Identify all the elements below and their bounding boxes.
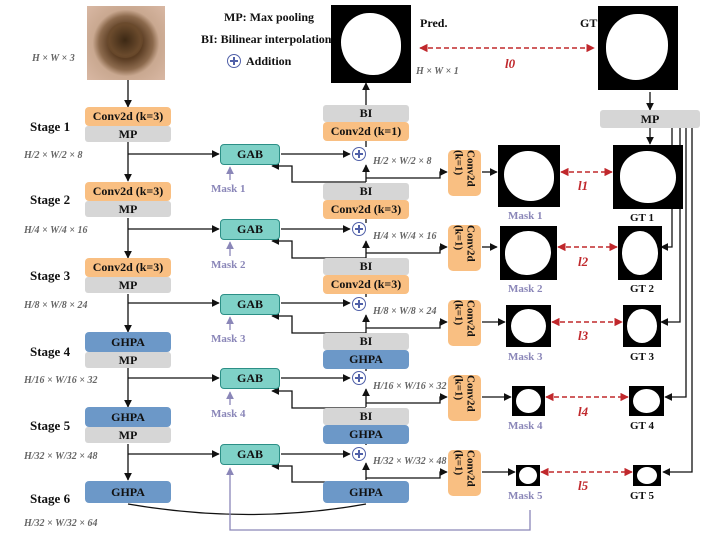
- encoder-dim: H/4 × W/4 × 16: [24, 225, 88, 236]
- side-conv1-block: Conv2d (k=1): [448, 375, 481, 421]
- decoder-dim: H/16 × W/16 × 32: [373, 381, 447, 392]
- gab-block: GAB: [220, 219, 280, 240]
- legend-mp: MP: Max pooling: [224, 10, 314, 24]
- decoder-conv3-block: Conv2d (k=3): [323, 275, 409, 294]
- addition-icon: [352, 297, 366, 311]
- side-conv1-block: Conv2d (k=1): [448, 150, 481, 196]
- decoder-dim: H/2 × W/2 × 8: [373, 156, 432, 167]
- gt-label: GT: [580, 16, 598, 30]
- stage-label: Stage 3: [30, 268, 71, 283]
- encoder-mp-block: MP: [85, 427, 171, 443]
- pred-dim: H × W × 1: [416, 66, 459, 77]
- stage-label: Stage 1: [30, 119, 71, 134]
- gab-mask-label: Mask 3: [211, 333, 246, 345]
- encoder-conv3-block: Conv2d (k=3): [85, 107, 171, 126]
- gab-mask-label: Mask 2: [211, 259, 246, 271]
- encoder-dim: H/16 × W/16 × 32: [24, 375, 98, 386]
- encoder-conv3-block: Conv2d (k=3): [85, 258, 171, 277]
- decoder-dim: H/32 × W/32 × 48: [373, 456, 447, 467]
- stage-label: Stage 6: [30, 491, 71, 506]
- gab-block: GAB: [220, 144, 280, 165]
- predicted-mask: [516, 465, 540, 486]
- decoder-bi-block: BI: [323, 183, 409, 200]
- gab-mask-label: Mask 4: [211, 408, 246, 420]
- gt-label: GT 5: [630, 490, 654, 502]
- addition-icon: [352, 447, 366, 461]
- encoder-dim: H/2 × W/2 × 8: [24, 150, 83, 161]
- decoder-conv3-block: Conv2d (k=3): [323, 200, 409, 219]
- loss-2: l2: [578, 254, 589, 269]
- loss-4: l4: [578, 404, 589, 419]
- predicted-mask: [498, 145, 560, 207]
- prediction-mask: [331, 5, 411, 83]
- predicted-mask: [500, 226, 557, 280]
- loss-1: l1: [578, 178, 589, 193]
- gab-block: GAB: [220, 444, 280, 465]
- encoder-mp-block: MP: [85, 277, 171, 293]
- legend-bi: BI: Bilinear interpolation: [201, 32, 332, 46]
- legend-add: Addition: [246, 54, 292, 68]
- gt-scaled-mask: [629, 386, 664, 416]
- decoder-conv1-block: Conv2d (k=1): [323, 122, 409, 141]
- mask-label: Mask 4: [508, 420, 543, 432]
- addition-icon: [352, 371, 366, 385]
- decoder-bi-block: BI: [323, 258, 409, 275]
- gt-scaled-mask: [613, 145, 683, 209]
- decoder-dim: H/8 × W/8 × 24: [373, 306, 437, 317]
- addition-icon: [227, 54, 241, 68]
- mask-label: Mask 3: [508, 351, 543, 363]
- gt-scaled-mask: [633, 465, 661, 486]
- gt-label: GT 3: [630, 351, 654, 363]
- side-conv1-block: Conv2d (k=1): [448, 300, 481, 346]
- decoder-bi-block: BI: [323, 333, 409, 350]
- encoder-mp-block: MP: [85, 201, 171, 217]
- encoder-mp-block: MP: [85, 352, 171, 368]
- decoder-dim: H/4 × W/4 × 16: [373, 231, 437, 242]
- encoder-conv3-block: Conv2d (k=3): [85, 182, 171, 201]
- addition-icon: [352, 147, 366, 161]
- gt-mask: [598, 6, 678, 90]
- gab-block: GAB: [220, 294, 280, 315]
- input-dim: H × W × 3: [32, 53, 75, 64]
- gt-mp-block: MP: [600, 110, 700, 128]
- predicted-mask: [512, 386, 545, 416]
- loss-3: l3: [578, 328, 589, 343]
- decoder-ghpa-block: GHPA: [323, 425, 409, 444]
- input-skin-lesion-image: [87, 6, 165, 80]
- encoder-ghpa-block: GHPA: [85, 332, 171, 352]
- gt-scaled-mask: [623, 305, 661, 347]
- decoder-bi-block: BI: [323, 105, 409, 122]
- encoder-dim: H/32 × W/32 × 64: [24, 518, 98, 529]
- decoder-ghpa-block: GHPA: [323, 481, 409, 503]
- stage-label: Stage 2: [30, 192, 71, 207]
- gt-label: GT 1: [630, 212, 654, 224]
- stage-label: Stage 5: [30, 418, 71, 433]
- stage-label: Stage 4: [30, 344, 71, 359]
- side-conv1-block: Conv2d (k=1): [448, 225, 481, 271]
- loss-0: l0: [505, 56, 516, 71]
- addition-icon: [352, 222, 366, 236]
- gab-block: GAB: [220, 368, 280, 389]
- pred-label: Pred.: [420, 16, 448, 30]
- mask-label: Mask 2: [508, 283, 543, 295]
- gab-mask-label: Mask 1: [211, 183, 246, 195]
- loss-5: l5: [578, 478, 589, 493]
- decoder-ghpa-block: GHPA: [323, 350, 409, 369]
- encoder-ghpa-block: GHPA: [85, 481, 171, 503]
- decoder-bi-block: BI: [323, 408, 409, 425]
- encoder-dim: H/8 × W/8 × 24: [24, 300, 88, 311]
- encoder-dim: H/32 × W/32 × 48: [24, 451, 98, 462]
- gt-label: GT 2: [630, 283, 654, 295]
- encoder-ghpa-block: GHPA: [85, 407, 171, 427]
- predicted-mask: [506, 305, 551, 347]
- encoder-mp-block: MP: [85, 126, 171, 142]
- gt-label: GT 4: [630, 420, 654, 432]
- mask-label: Mask 5: [508, 490, 543, 502]
- gt-scaled-mask: [618, 226, 662, 280]
- mask-label: Mask 1: [508, 210, 543, 222]
- side-conv1-block: Conv2d (k=1): [448, 450, 481, 496]
